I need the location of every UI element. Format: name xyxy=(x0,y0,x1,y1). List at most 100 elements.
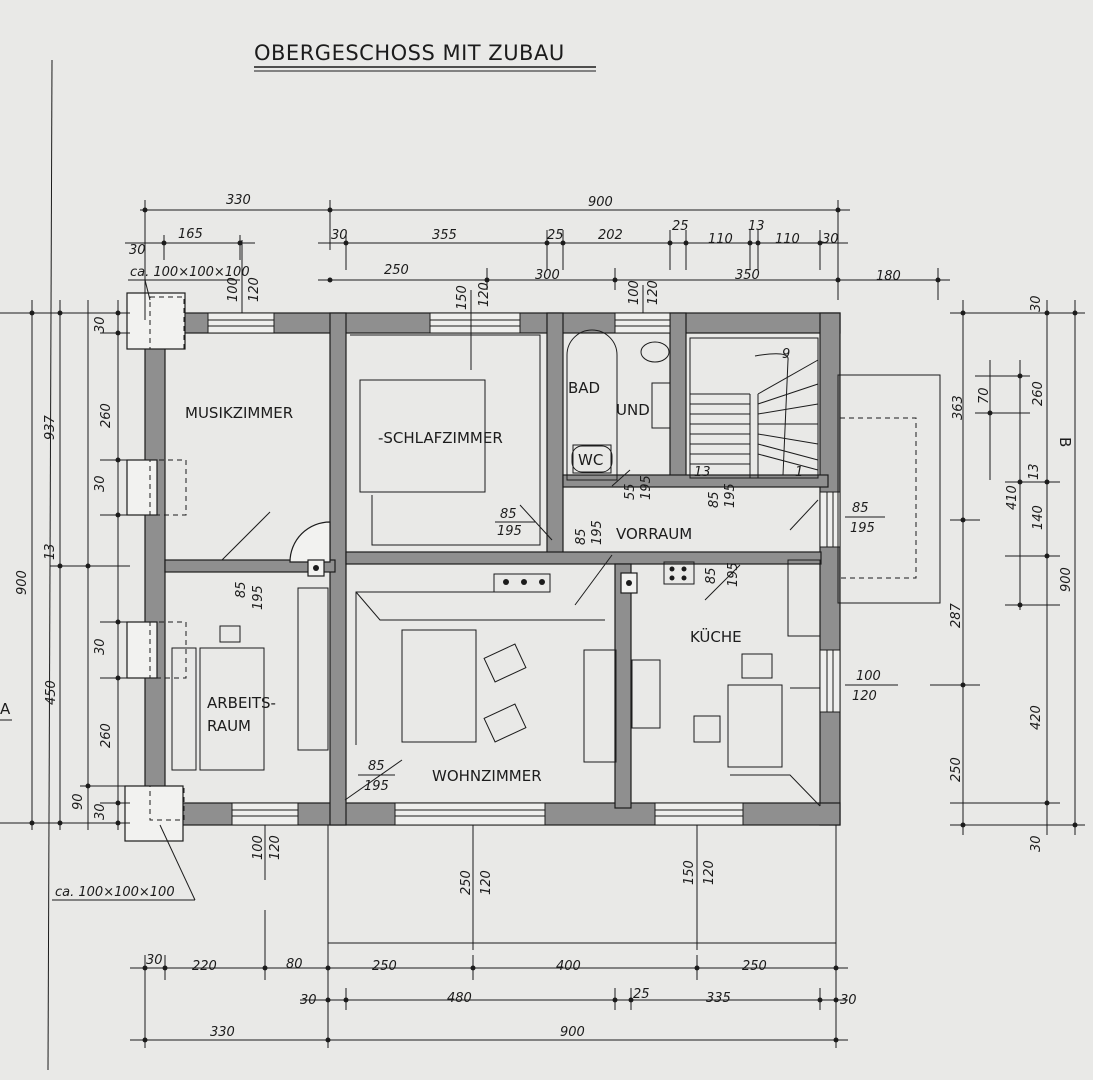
dim-right-900: 900 xyxy=(1059,567,1074,592)
op-w-kue-b: 120 xyxy=(702,860,717,885)
section-marker-b: B xyxy=(1056,437,1074,447)
dim-right-287: 287 xyxy=(949,602,964,628)
armchair-2 xyxy=(483,703,527,743)
window-kueche-east xyxy=(819,649,841,713)
stair-13: 13 xyxy=(694,465,711,480)
dim-left-260b: 260 xyxy=(99,723,114,748)
dim-top-13: 13 xyxy=(748,219,765,234)
wc-badge xyxy=(571,445,613,473)
door-vorraum-east xyxy=(819,491,841,548)
dim-top-30a: 30 xyxy=(129,243,146,258)
op-d-arb-a: 85 xyxy=(234,581,249,598)
op-d-kue-a: 85 xyxy=(704,567,719,584)
label-musikzimmer: MUSIKZIMMER xyxy=(185,404,293,422)
east-annex xyxy=(837,374,941,604)
west-wall-pillars xyxy=(124,292,187,842)
dim-bot-25: 25 xyxy=(633,987,650,1002)
dim-top-180: 180 xyxy=(876,269,901,284)
dim-top-165: 165 xyxy=(178,227,203,242)
chimney-bottom xyxy=(124,785,184,842)
armchair-1 xyxy=(483,643,527,683)
op-w-music-a: 100 xyxy=(226,277,241,302)
dim-right-140: 140 xyxy=(1031,505,1046,530)
dimension-lines-top xyxy=(125,200,950,320)
op-w-kueside-a: 100 xyxy=(856,669,881,684)
dim-top-350: 350 xyxy=(735,268,760,283)
wall-music-arbeit xyxy=(164,559,336,573)
label-wohnzimmer: WOHNZIMMER xyxy=(432,767,542,785)
window-music xyxy=(207,312,275,334)
dim-bot-480: 480 xyxy=(447,991,472,1006)
sink xyxy=(651,382,671,429)
window-schlaf xyxy=(429,312,521,334)
label-wc: WC xyxy=(578,451,603,469)
op-d-ost-b: 195 xyxy=(850,521,875,536)
dim-left-30b: 30 xyxy=(93,475,108,492)
op-w-arb-b: 120 xyxy=(268,835,283,860)
dim-left-937: 937 xyxy=(43,414,58,440)
dim-top-355: 355 xyxy=(432,228,457,243)
op-w-schlaf-a: 150 xyxy=(455,285,470,310)
label-raum: RAUM xyxy=(207,717,251,735)
chimney-top xyxy=(126,292,186,350)
arbeitsraum-furniture xyxy=(171,587,329,771)
op-w-arb-a: 100 xyxy=(251,835,266,860)
dim-bot-250a: 250 xyxy=(372,959,397,974)
plan-title: OBERGESCHOSS MIT ZUBAU xyxy=(254,41,565,65)
dim-top-900: 900 xyxy=(588,195,613,210)
dim-bot-30b: 30 xyxy=(300,993,317,1008)
dim-top-25a: 25 xyxy=(547,228,564,243)
op-d-wohntop-a: 85 xyxy=(574,528,589,545)
label-bad: BAD xyxy=(568,379,600,397)
label-und: UND xyxy=(616,401,650,419)
dim-left-450: 450 xyxy=(44,680,59,705)
balcony xyxy=(327,824,837,944)
dim-left-30a: 30 xyxy=(93,316,108,333)
window-bad xyxy=(614,312,671,334)
bathtub xyxy=(566,329,618,481)
label-schlafzimmer: -SCHLAFZIMMER xyxy=(378,429,503,447)
dim-bot-400: 400 xyxy=(556,959,581,974)
cabinet xyxy=(297,587,329,751)
wall-schlaf-bad xyxy=(546,312,564,564)
op-d-arb-b: 195 xyxy=(251,585,266,610)
staircase xyxy=(689,337,819,479)
dim-right-70: 70 xyxy=(977,387,992,404)
dim-right-30a: 30 xyxy=(1029,295,1044,312)
dim-left-900: 900 xyxy=(15,570,30,595)
desk xyxy=(199,647,265,771)
dim-right-363: 363 xyxy=(951,395,966,420)
op-w-bad-b: 120 xyxy=(646,280,661,305)
dim-top-110a: 110 xyxy=(708,232,733,247)
dim-top-250: 250 xyxy=(384,263,409,278)
dim-bot-220: 220 xyxy=(192,959,217,974)
dim-left-260a: 260 xyxy=(99,403,114,428)
windows xyxy=(207,312,841,826)
wall-bad-stair xyxy=(669,312,687,484)
op-d-bad-a: 55 xyxy=(623,483,638,500)
opening-annotations: 100 120 150 120 100 120 85 195 55 195 85… xyxy=(226,240,898,950)
op-d-ost-a: 85 xyxy=(852,501,869,516)
dim-right-250: 250 xyxy=(949,757,964,782)
dim-top-110b: 110 xyxy=(775,232,800,247)
dim-top-300: 300 xyxy=(535,268,560,283)
op-d-bad-b: 195 xyxy=(639,475,654,500)
chimney-bottom-note: ca. 100×100×100 xyxy=(55,885,175,900)
label-vorraum: VORRAUM xyxy=(616,525,692,543)
dim-right-30b: 30 xyxy=(1029,835,1044,852)
op-d-stair-b: 195 xyxy=(723,483,738,508)
dim-top-25b: 25 xyxy=(672,219,689,234)
dim-bot-80: 80 xyxy=(286,957,303,972)
kueche-furniture xyxy=(620,559,821,807)
dim-left-90: 90 xyxy=(71,793,86,810)
op-d-kue-b: 195 xyxy=(726,562,741,587)
op-w-schlaf-b: 120 xyxy=(477,282,492,307)
table xyxy=(401,629,477,743)
kitchen-table xyxy=(727,684,783,768)
wall-east xyxy=(819,312,841,826)
dimension-lines-left xyxy=(0,300,130,830)
window-arbeit xyxy=(231,802,299,826)
op-d-wohn-a: 85 xyxy=(368,759,385,774)
stair-step-count: 9 xyxy=(782,347,790,362)
